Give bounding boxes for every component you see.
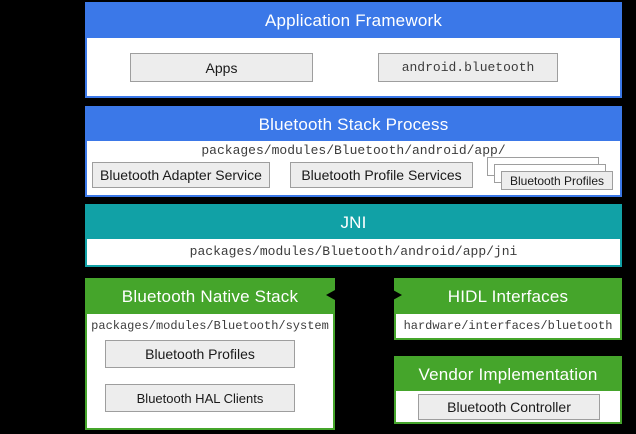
vendor-implementation-header: Vendor Implementation xyxy=(396,358,620,391)
bluetooth-profiles-stack: Bluetooth Profiles xyxy=(487,157,613,190)
bluetooth-native-stack-title: Bluetooth Native Stack xyxy=(121,287,299,306)
section-application-framework: Application Framework Apps android.bluet… xyxy=(85,2,622,98)
hidl-interfaces-header: HIDL Interfaces xyxy=(396,280,620,314)
section-hidl-interfaces: HIDL Interfaces hardware/interfaces/blue… xyxy=(394,278,622,340)
bluetooth-stack-process-header: Bluetooth Stack Process xyxy=(87,108,620,141)
bluetooth-hal-clients-box: Bluetooth HAL Clients xyxy=(105,384,295,412)
jni-path: packages/modules/Bluetooth/android/app/j… xyxy=(189,244,518,259)
section-vendor-implementation: Vendor Implementation Bluetooth Controll… xyxy=(394,356,622,424)
bluetooth-stack-process-title: Bluetooth Stack Process xyxy=(258,114,449,134)
jni-header: JNI xyxy=(87,206,620,239)
hidl-interfaces-title: HIDL Interfaces xyxy=(447,287,569,306)
native-to-hidl-arrow-line xyxy=(332,294,396,296)
bluetooth-native-stack-header: Bluetooth Native Stack xyxy=(87,280,333,314)
hidl-path: hardware/interfaces/bluetooth xyxy=(403,319,613,333)
section-bluetooth-stack-process: Bluetooth Stack Process packages/modules… xyxy=(85,106,622,197)
arrowhead-left-icon xyxy=(326,290,335,300)
application-framework-header: Application Framework xyxy=(87,4,620,38)
vendor-implementation-title: Vendor Implementation xyxy=(418,364,598,384)
arrowhead-right-icon xyxy=(393,290,402,300)
application-framework-title: Application Framework xyxy=(264,11,443,30)
apps-box: Apps xyxy=(130,53,313,82)
jni-title: JNI xyxy=(340,212,367,232)
bluetooth-profile-services-box: Bluetooth Profile Services xyxy=(290,162,473,188)
bluetooth-adapter-service-box: Bluetooth Adapter Service xyxy=(92,162,270,188)
section-jni: JNI packages/modules/Bluetooth/android/a… xyxy=(85,204,622,267)
section-bluetooth-native-stack: Bluetooth Native Stack packages/modules/… xyxy=(85,278,335,430)
native-stack-path: packages/modules/Bluetooth/system xyxy=(91,319,329,333)
native-bluetooth-profiles-box: Bluetooth Profiles xyxy=(105,340,295,368)
bluetooth-controller-box: Bluetooth Controller xyxy=(418,394,600,420)
bluetooth-profiles-stack-box: Bluetooth Profiles xyxy=(501,171,613,190)
android-bluetooth-box: android.bluetooth xyxy=(378,53,558,82)
stack-process-path: packages/modules/Bluetooth/android/app/ xyxy=(201,143,506,158)
